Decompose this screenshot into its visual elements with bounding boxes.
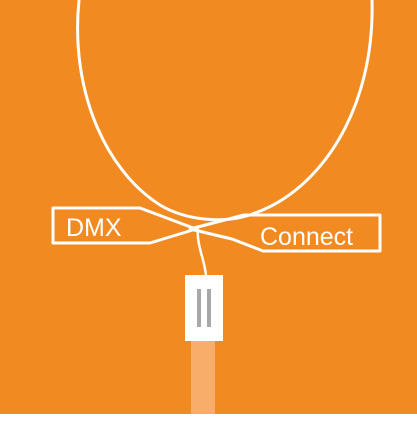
cable-loop-icon — [76, 0, 374, 222]
dmx-label: DMX — [66, 214, 122, 242]
plug-pin-right — [207, 289, 211, 327]
plug-body — [185, 275, 223, 341]
connect-label: Connect — [260, 223, 353, 251]
bottom-white-strip — [0, 414, 417, 425]
thin-wire-icon — [196, 226, 208, 277]
plug-pin-left — [197, 289, 201, 327]
connector-plug-icon — [185, 275, 223, 341]
dmx-tag-outline — [51, 206, 198, 245]
cable-icon — [191, 340, 215, 414]
connect-tag-outline — [188, 213, 382, 253]
